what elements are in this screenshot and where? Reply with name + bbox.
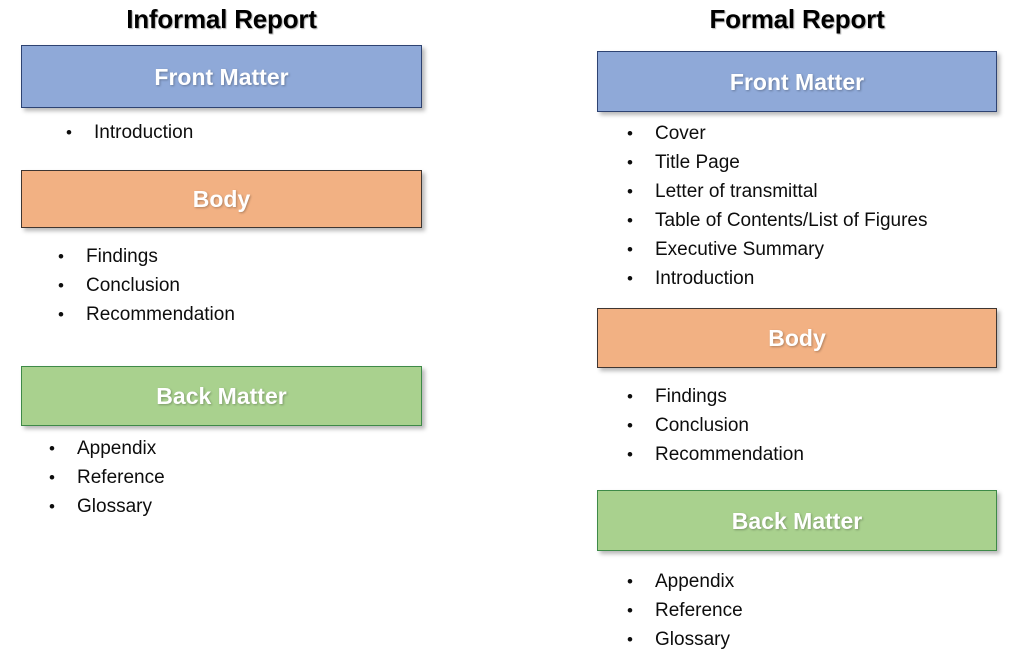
bullet-icon: • <box>627 182 633 201</box>
bullet-icon: • <box>627 269 633 288</box>
list-item-label: Findings <box>655 386 727 407</box>
list-item: • Reference <box>627 596 743 625</box>
formal-front-matter-list: • Cover • Title Page • Letter of transmi… <box>627 119 927 293</box>
list-item: • Introduction <box>66 118 193 147</box>
list-item-label: Glossary <box>655 629 730 650</box>
informal-front-matter-bar: Front Matter <box>21 45 422 108</box>
formal-report-title: Formal Report <box>709 4 885 34</box>
bullet-icon: • <box>627 240 633 259</box>
bullet-icon: • <box>49 497 55 516</box>
bullet-icon: • <box>627 601 633 620</box>
bullet-icon: • <box>49 439 55 458</box>
list-item: • Introduction <box>627 264 927 293</box>
informal-front-matter-label: Front Matter <box>154 63 289 90</box>
bullet-icon: • <box>627 153 633 172</box>
list-item: • Appendix <box>627 567 743 596</box>
list-item: • Recommendation <box>58 300 235 329</box>
formal-back-matter-list: • Appendix • Reference • Glossary <box>627 567 743 654</box>
list-item: • Glossary <box>627 625 743 654</box>
list-item-label: Appendix <box>77 438 157 459</box>
list-item-label: Cover <box>655 123 706 144</box>
formal-front-matter-bar: Front Matter <box>597 51 997 112</box>
formal-back-matter-bar: Back Matter <box>597 490 997 551</box>
list-item-label: Conclusion <box>86 275 180 296</box>
list-item-label: Letter of transmittal <box>655 181 818 202</box>
list-item-label: Introduction <box>655 268 755 289</box>
list-item-label: Findings <box>86 246 158 267</box>
list-item-label: Introduction <box>94 122 194 143</box>
list-item: • Recommendation <box>627 440 804 469</box>
list-item: • Cover <box>627 119 927 148</box>
bullet-icon: • <box>627 445 633 464</box>
bullet-icon: • <box>627 124 633 143</box>
list-item: • Appendix <box>49 434 165 463</box>
bullet-icon: • <box>627 630 633 649</box>
list-item: • Title Page <box>627 148 927 177</box>
informal-back-matter-label: Back Matter <box>156 383 287 409</box>
list-item-label: Executive Summary <box>655 239 824 260</box>
list-item-label: Conclusion <box>655 415 749 436</box>
list-item-label: Recommendation <box>86 304 235 325</box>
formal-body-list: • Findings • Conclusion • Recommendation <box>627 382 804 469</box>
bullet-icon: • <box>627 211 633 230</box>
formal-back-matter-label: Back Matter <box>731 507 863 534</box>
list-item: • Findings <box>627 382 804 411</box>
informal-back-matter-bar: Back Matter <box>21 366 422 426</box>
bullet-icon: • <box>58 276 64 295</box>
bullet-icon: • <box>627 572 633 591</box>
list-item: • Reference <box>49 463 165 492</box>
list-item-label: Glossary <box>77 496 152 517</box>
list-item: • Glossary <box>49 492 165 521</box>
list-item: • Conclusion <box>58 271 235 300</box>
bullet-icon: • <box>66 123 72 142</box>
bullet-icon: • <box>627 387 633 406</box>
list-item-label: Title Page <box>655 152 740 173</box>
informal-body-bar: Body <box>21 170 422 228</box>
informal-back-matter-list: • Appendix • Reference • Glossary <box>49 434 165 521</box>
formal-body-label: Body <box>768 325 826 351</box>
list-item-label: Reference <box>655 600 743 621</box>
list-item-label: Recommendation <box>655 444 804 465</box>
list-item-label: Table of Contents/List of Figures <box>655 210 928 231</box>
bullet-icon: • <box>627 416 633 435</box>
formal-front-matter-label: Front Matter <box>729 68 865 95</box>
list-item-label: Appendix <box>655 571 735 592</box>
bullet-icon: • <box>49 468 55 487</box>
list-item: • Letter of transmittal <box>627 177 927 206</box>
informal-front-matter-list: • Introduction <box>66 118 193 147</box>
list-item-label: Reference <box>77 467 165 488</box>
list-item: • Executive Summary <box>627 235 927 264</box>
list-item: • Conclusion <box>627 411 804 440</box>
list-item: • Table of Contents/List of Figures <box>627 206 927 235</box>
bullet-icon: • <box>58 305 64 324</box>
informal-report-title: Informal Report <box>126 4 317 34</box>
formal-body-bar: Body <box>597 308 997 368</box>
bullet-icon: • <box>58 247 64 266</box>
list-item: • Findings <box>58 242 235 271</box>
informal-body-label: Body <box>192 186 251 212</box>
informal-body-list: • Findings • Conclusion • Recommendation <box>58 242 235 329</box>
